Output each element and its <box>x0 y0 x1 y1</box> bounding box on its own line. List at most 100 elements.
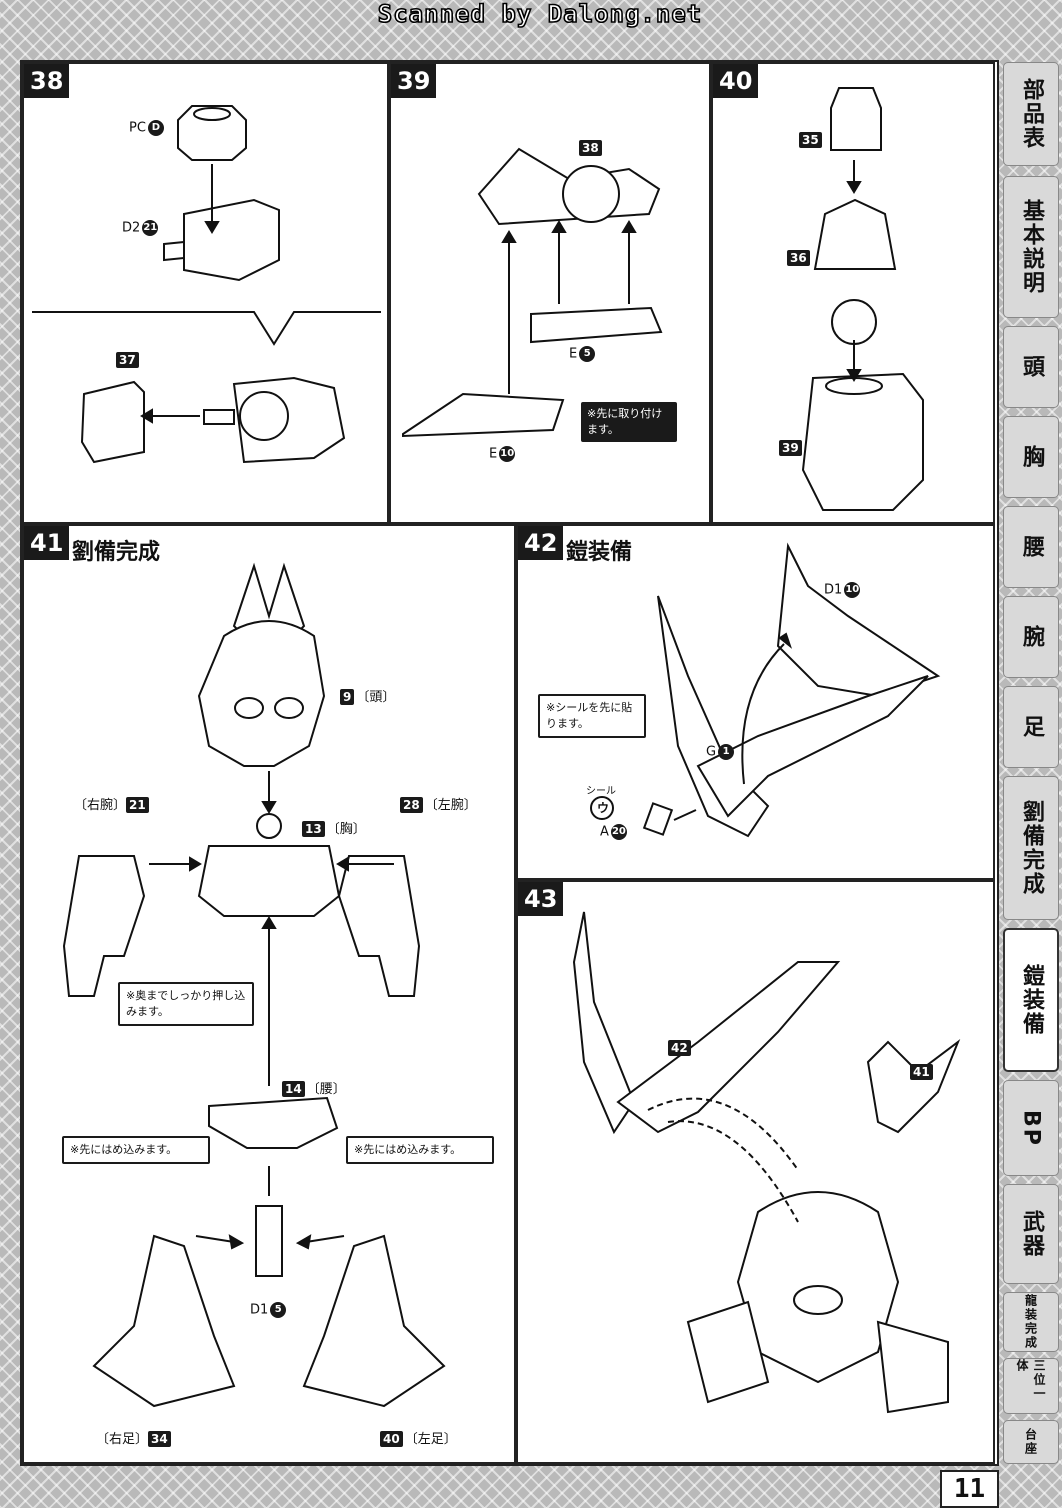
tab-waist[interactable]: 腰 <box>1003 506 1059 588</box>
step-ref-tag: 14 <box>282 1081 305 1097</box>
step-title: 鎧装備 <box>566 540 633 565</box>
tab-basic-explanation[interactable]: 基本説明 <box>1003 176 1059 318</box>
part-name: 〔胸〕 <box>326 822 366 837</box>
part-code: D1 <box>824 582 843 598</box>
part-label-35: 35 <box>799 132 824 148</box>
step-ref-tag: 38 <box>579 140 602 156</box>
part-label-42: 42 <box>668 1040 693 1056</box>
label-left-leg: 40〔左足〕 <box>380 1428 457 1447</box>
step-ref-tag: 36 <box>787 250 810 266</box>
part-code: D2 <box>122 220 141 236</box>
note-push-in: ※奥までしっかり押し込みます。 <box>118 982 254 1026</box>
step-ref-tag: 42 <box>668 1040 691 1056</box>
step-number: 41 <box>24 526 70 560</box>
tab-armor-equip[interactable]: 鎧装備 <box>1003 928 1059 1072</box>
step-number: 38 <box>24 64 70 98</box>
tab-arm[interactable]: 腕 <box>1003 596 1059 678</box>
part-id: 10 <box>499 446 516 462</box>
tab-stand[interactable]: 台座 <box>1003 1420 1059 1464</box>
part-label-38: 38 <box>579 140 604 156</box>
tab-leg[interactable]: 足 <box>1003 686 1059 768</box>
part-code: G <box>706 744 717 760</box>
tab-label: 足 <box>1019 715 1044 739</box>
label-left-arm: 28〔左腕〕 <box>400 794 477 813</box>
label-waist: 14〔腰〕 <box>282 1078 346 1097</box>
part-name: 〔左足〕 <box>404 1432 457 1447</box>
tab-label: 三位一体 <box>1015 1359 1046 1401</box>
tab-label: 武器 <box>1019 1210 1044 1258</box>
tab-label: 腕 <box>1019 625 1044 649</box>
tab-trinity[interactable]: 三位一体 <box>1003 1358 1059 1414</box>
label-head: 9〔頭〕 <box>340 686 395 705</box>
step-number: 39 <box>391 64 437 98</box>
part-name: 〔右腕〕 <box>74 798 127 813</box>
step-ref-tag: 40 <box>380 1431 403 1447</box>
part-id: D <box>147 120 164 136</box>
step-40-illustration <box>801 87 924 511</box>
part-id: 20 <box>610 824 627 840</box>
part-id: 21 <box>142 220 159 236</box>
tab-label: 胸 <box>1019 445 1044 469</box>
step-ref-tag: 21 <box>126 797 149 813</box>
part-code: A <box>600 824 609 840</box>
step-ref-tag: 28 <box>400 797 423 813</box>
tab-label: 鎧装備 <box>1019 964 1044 1036</box>
step-43-panel: 43 42 41 <box>516 880 995 1464</box>
seal-text: シール <box>586 786 616 797</box>
tab-weapon[interactable]: 武器 <box>1003 1184 1059 1284</box>
part-label-37: 37 <box>116 352 141 368</box>
part-label-36: 36 <box>787 250 812 266</box>
step-41-illustration <box>62 562 446 1408</box>
tab-label: 部品表 <box>1019 78 1044 150</box>
part-id: 10 <box>844 582 861 598</box>
step-number: 43 <box>518 882 564 916</box>
note-attach-first: ※先に取り付けます。 <box>581 402 677 442</box>
step-ref-tag: 37 <box>116 352 139 368</box>
step-42-illustration <box>590 542 941 838</box>
note-fit-first-left: ※先にはめ込みます。 <box>62 1136 210 1164</box>
page-number: 11 <box>940 1470 999 1508</box>
tab-label: 基本説明 <box>1019 199 1044 295</box>
tab-chest[interactable]: 胸 <box>1003 416 1059 498</box>
label-right-leg: 〔右足〕34 <box>96 1428 173 1447</box>
step-title: 劉備完成 <box>72 540 161 565</box>
tab-head[interactable]: 頭 <box>1003 326 1059 408</box>
part-label-39: 39 <box>779 440 804 456</box>
part-name: 〔右足〕 <box>96 1432 149 1447</box>
step-ref-tag: 35 <box>799 132 822 148</box>
part-label-41: 41 <box>910 1064 935 1080</box>
tab-dragon-armor-complete[interactable]: 龍装完成 <box>1003 1292 1059 1352</box>
part-name: 〔頭〕 <box>356 690 396 705</box>
tab-parts-list[interactable]: 部品表 <box>1003 62 1059 166</box>
seal-label: シール <box>586 782 616 797</box>
tab-bp[interactable]: BP <box>1003 1080 1059 1176</box>
step-40-panel: 40 35 36 39 <box>711 62 995 524</box>
part-id: 1 <box>718 744 735 760</box>
part-id: 5 <box>579 346 596 362</box>
step-number: 40 <box>713 64 759 98</box>
label-chest: 13〔胸〕 <box>302 818 366 837</box>
tab-label: 腰 <box>1019 535 1044 559</box>
step-ref-tag: 39 <box>779 440 802 456</box>
scan-watermark: Scanned by Dalong.net <box>377 0 703 29</box>
tab-label: 頭 <box>1019 355 1044 379</box>
label-right-arm: 〔右腕〕21 <box>74 794 151 813</box>
step-43-illustration <box>572 911 961 1414</box>
step-ref-tag: 13 <box>302 821 325 837</box>
note-apply-seal-first: ※シールを先に貼ります。 <box>538 694 646 738</box>
tab-label: 台座 <box>1023 1428 1038 1456</box>
step-ref-tag: 9 <box>340 689 355 705</box>
tab-liubei-complete[interactable]: 劉備完成 <box>1003 776 1059 920</box>
tab-label: 劉備完成 <box>1019 800 1044 896</box>
step-38-illustration <box>32 105 381 464</box>
part-code: E <box>489 446 498 462</box>
part-name: 〔左腕〕 <box>424 798 477 813</box>
